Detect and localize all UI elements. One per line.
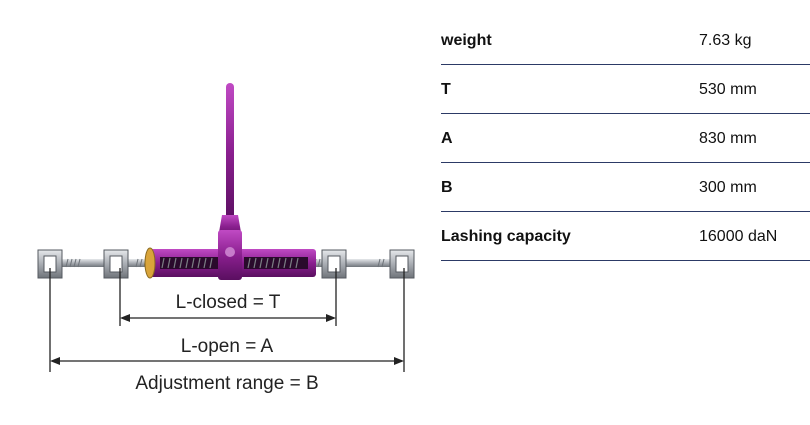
dimension-lines (49, 268, 405, 372)
ratchet-tensioner-illustration (37, 83, 415, 372)
lever-handle (218, 83, 242, 238)
spec-value: 16000 daN (699, 228, 778, 245)
spec-value: 300 mm (699, 179, 757, 196)
spec-table: weight 7.63 kg T 530 mm A 830 mm B 300 m… (441, 16, 810, 261)
spec-row-b: B 300 mm (441, 163, 810, 212)
end-hooks (37, 249, 415, 279)
tensioner-diagram: L-closed = T L-open = A Adjustment range… (37, 83, 415, 395)
tensioner-body (144, 230, 316, 280)
closed-length-label: L-closed = T (171, 292, 285, 314)
spec-label: Lashing capacity (441, 228, 571, 245)
spec-value: 530 mm (699, 81, 757, 98)
spec-row-a: A 830 mm (441, 114, 810, 163)
spec-label: weight (441, 32, 492, 49)
spec-label: A (441, 130, 453, 147)
spec-label: B (441, 179, 453, 196)
spec-value: 830 mm (699, 130, 757, 147)
spec-row-lashing-capacity: Lashing capacity 16000 daN (441, 212, 810, 261)
spec-row-weight: weight 7.63 kg (441, 16, 810, 65)
spec-label: T (441, 81, 451, 98)
open-length-label: L-open = A (176, 336, 278, 358)
spec-row-t: T 530 mm (441, 65, 810, 114)
adjustment-range-label: Adjustment range = B (131, 373, 323, 395)
spec-value: 7.63 kg (699, 32, 752, 49)
